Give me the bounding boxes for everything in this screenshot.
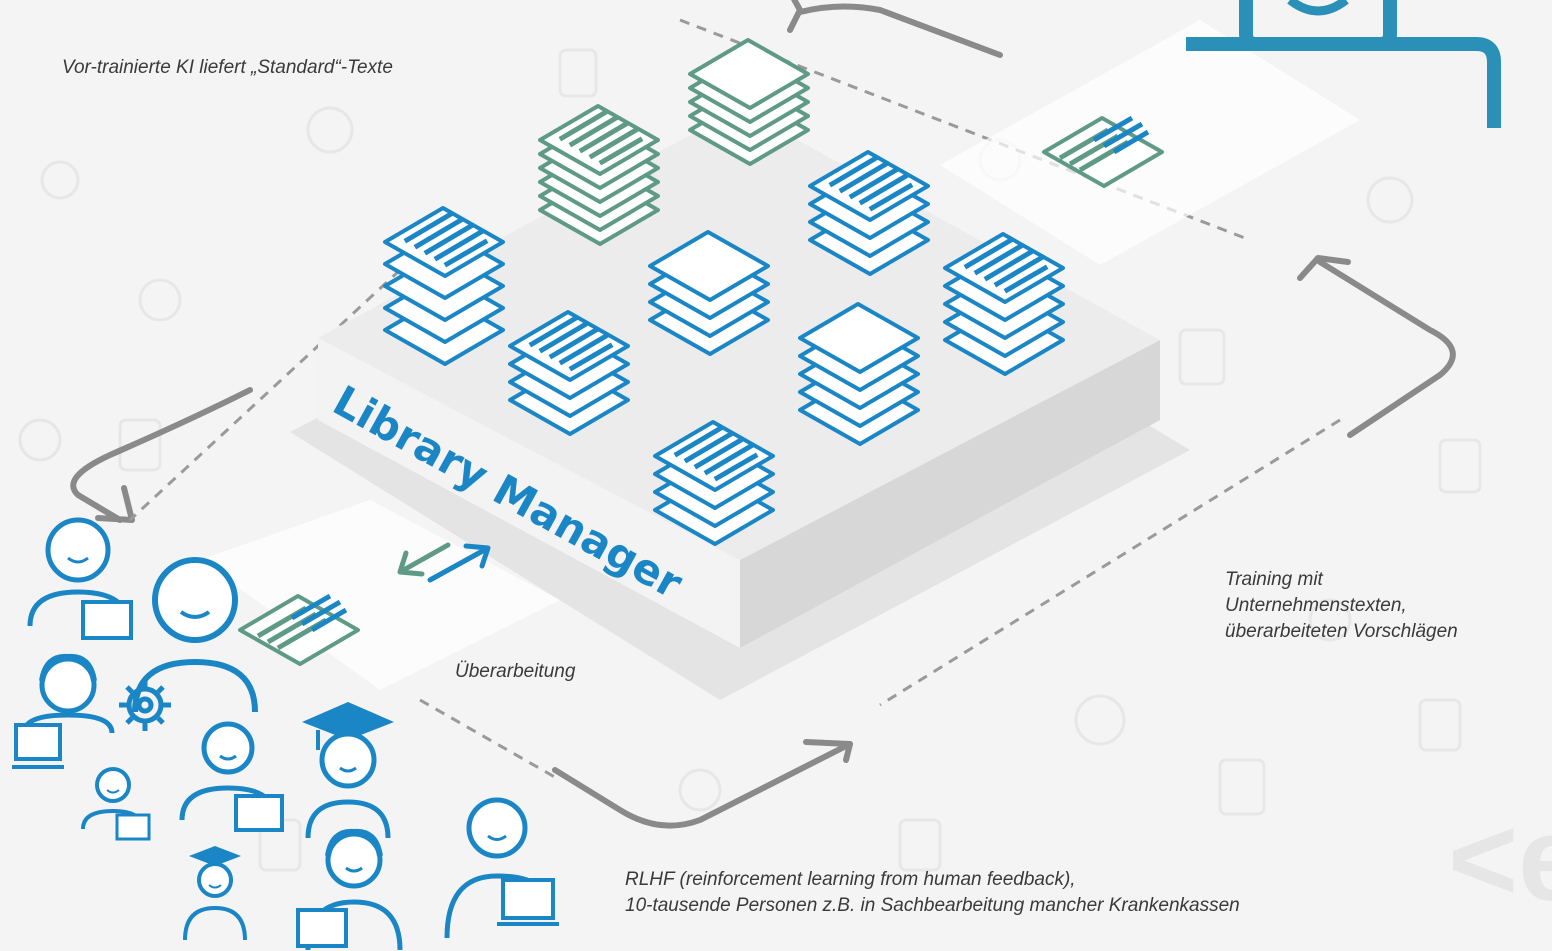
document-icon-left	[238, 593, 360, 666]
workflow-loop	[70, 3, 1456, 829]
caption-training: Training mit Unternehmenstexten, überarb…	[1225, 567, 1458, 645]
graduate-icon	[183, 846, 247, 941]
person-laptop-icon	[132, 557, 258, 713]
feedback-panel-right	[940, 20, 1360, 265]
people-group	[12, 517, 559, 951]
person-laptop-icon	[179, 721, 284, 832]
document-stack-blue-1	[383, 206, 505, 366]
document-icon-right	[1042, 115, 1164, 188]
background-logo: <e	[1448, 792, 1552, 926]
background-doodles	[18, 48, 1482, 872]
gear-icon	[119, 679, 171, 731]
arrow-head-top	[787, 0, 803, 33]
arrow-head-right	[1297, 255, 1351, 281]
person-laptop-icon	[81, 767, 151, 841]
person-laptop-icon	[296, 828, 403, 951]
monitor-icon	[1186, 0, 1501, 128]
caption-training-line: überarbeiteten Vorschlägen	[1225, 621, 1458, 642]
caption-rlhf-line: RLHF (reinforcement learning from human …	[625, 869, 1076, 890]
person-laptop-icon	[27, 517, 133, 640]
arrow-head-bottom	[803, 739, 853, 763]
person-laptop-icon	[12, 653, 115, 769]
loop-top	[797, 3, 1003, 58]
caption-rlhf: RLHF (reinforcement learning from human …	[625, 867, 1240, 919]
caption-training-line: Unternehmenstexten,	[1225, 595, 1407, 616]
loop-top-left	[70, 387, 253, 523]
dashed-bottom	[419, 698, 561, 782]
person-laptop-icon	[444, 797, 559, 939]
loop-bottom	[552, 741, 853, 829]
exchange-arrows-icon	[397, 542, 491, 583]
feedback-panel-left	[200, 500, 560, 690]
caption-training-line: Training mit	[1225, 569, 1323, 590]
caption-revision: Überarbeitung	[455, 661, 576, 682]
caption-pretrained: Vor-trainierte KI liefert „Standard“-Tex…	[62, 57, 393, 78]
dashed-right	[879, 418, 1341, 707]
graduate-icon	[302, 702, 394, 839]
caption-rlhf-line: 10-tausende Personen z.B. in Sachbearbei…	[625, 895, 1240, 916]
loop-right	[1317, 259, 1456, 438]
dashed-left	[128, 268, 402, 522]
